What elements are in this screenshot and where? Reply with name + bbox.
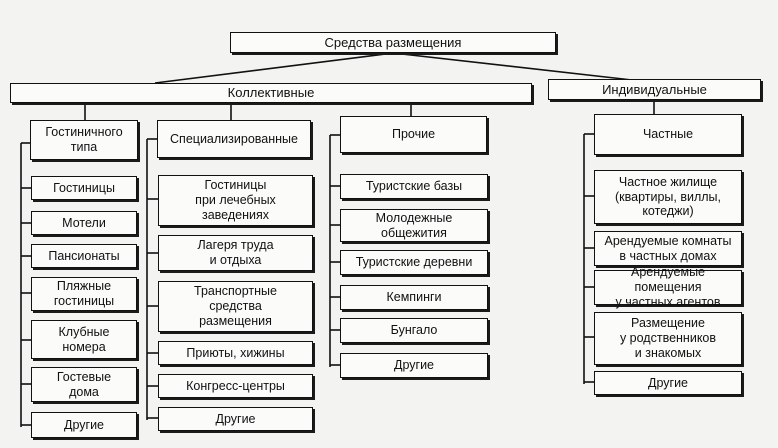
hotel-item: Мотели — [31, 211, 137, 235]
private-item-label: Арендуемые помещения у частных агентов — [615, 265, 721, 309]
private-item: Размещение у родственников и знакомых — [594, 312, 742, 365]
other-box: Прочие — [340, 116, 487, 153]
other-item-label: Кемпинги — [386, 290, 442, 305]
specialized-item: Гостиницы при лечебных заведениях — [158, 175, 313, 226]
collective-box: Коллективные — [10, 83, 532, 103]
individual-box: Индивидуальные — [548, 79, 761, 100]
specialized-item-label: Лагеря труда и отдыха — [197, 238, 274, 267]
hotel-item-label: Мотели — [62, 215, 106, 230]
root-label: Средства размещения — [324, 34, 462, 50]
root-to-individual-line — [392, 52, 633, 81]
other-item: Молодежные общежития — [340, 209, 488, 242]
hotel-type-label: Гостиничного типа — [45, 125, 123, 154]
hotel-item-label: Другие — [63, 417, 105, 432]
other-item-label: Туристские базы — [365, 179, 463, 194]
individual-label: Индивидуальные — [602, 81, 707, 97]
specialized-item: Приюты, хижины — [158, 341, 313, 365]
other-item: Туристские базы — [340, 174, 488, 199]
hotel-item: Гостевые дома — [31, 367, 137, 402]
private-item: Частное жилище (квартиры, виллы, котеджи… — [594, 170, 742, 224]
other-item: Туристские деревни — [340, 250, 488, 275]
other-item-label: Молодежные общежития — [375, 210, 453, 240]
specialized-box: Специализированные — [157, 120, 311, 158]
hotel-item: Клубные номера — [31, 320, 137, 359]
specialized-item-label: Конгресс-центры — [186, 378, 285, 393]
other-item: Кемпинги — [340, 285, 488, 310]
root-to-collective-line — [154, 52, 394, 84]
specialized-item-label: Другие — [215, 411, 256, 426]
specialized-item-label: Транспортные средства размещения — [194, 284, 277, 328]
private-item: Арендуемые комнаты в частных домах — [594, 231, 742, 266]
specialized-item-label: Приюты, хижины — [186, 345, 285, 360]
private-box: Частные — [594, 114, 742, 155]
other-item: Другие — [340, 353, 488, 378]
specialized-item-label: Гостиницы при лечебных заведениях — [195, 178, 276, 222]
specialized-item: Транспортные средства размещения — [158, 281, 313, 332]
hotel-item: Пляжные гостиницы — [31, 277, 137, 311]
other-item-label: Бунгало — [390, 323, 438, 338]
other-item-label: Туристские деревни — [355, 255, 473, 270]
hotel-item: Другие — [31, 412, 137, 438]
specialized-item: Другие — [158, 407, 313, 431]
hotel-item: Пансионаты — [31, 244, 137, 268]
specialized-item: Лагеря труда и отдыха — [158, 235, 313, 271]
private-item: Арендуемые помещения у частных агентов — [594, 265, 742, 309]
private-item-label: Другие — [647, 375, 689, 390]
private-item-label: Арендуемые комнаты в частных домах — [604, 233, 732, 263]
other-item-label: Другие — [393, 358, 435, 373]
other-label: Прочие — [391, 127, 436, 142]
hotel-type-box: Гостиничного типа — [30, 120, 138, 160]
specialized-label: Специализированные — [170, 131, 298, 146]
hotel-item-label: Клубные номера — [58, 324, 110, 354]
hotel-item-label: Пляжные гостиницы — [53, 279, 115, 308]
private-item: Другие — [594, 371, 742, 395]
private-item-label: Частное жилище (квартиры, виллы, котеджи… — [614, 174, 722, 219]
hotel-item-label: Пансионаты — [48, 248, 120, 263]
hotel-item: Гостиницы — [31, 176, 137, 200]
other-item: Бунгало — [340, 318, 488, 343]
hotel-item-label: Гостевые дома — [56, 369, 112, 399]
collective-label: Коллективные — [227, 85, 315, 101]
private-label: Частные — [642, 127, 694, 142]
specialized-item: Конгресс-центры — [158, 374, 313, 398]
root-box: Средства размещения — [230, 32, 556, 53]
hotel-item-label: Гостиницы — [53, 180, 115, 195]
private-item-label: Размещение у родственников и знакомых — [619, 316, 717, 360]
